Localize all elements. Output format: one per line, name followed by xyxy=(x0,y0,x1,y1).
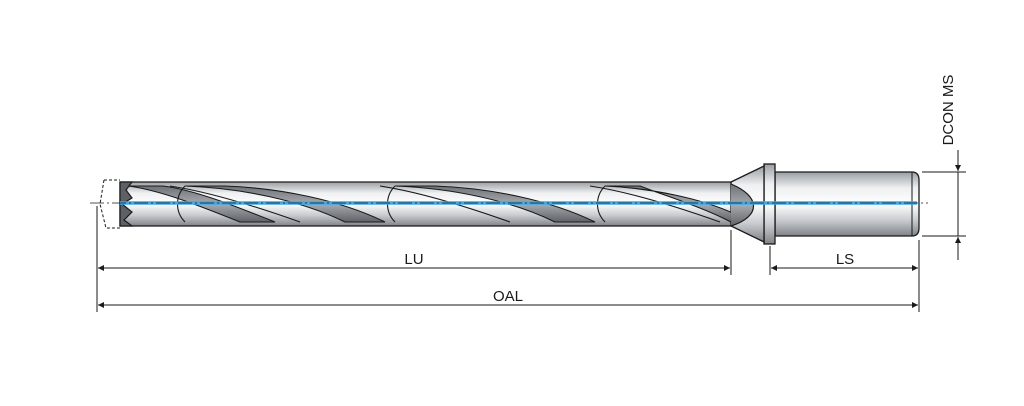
label-lu: LU xyxy=(404,251,423,268)
dimension-ls: LS xyxy=(771,251,918,271)
label-ls: LS xyxy=(836,251,854,268)
extension-lines xyxy=(96,171,966,312)
label-oal: OAL xyxy=(493,288,523,305)
dimension-dcon-ms: DCON MS xyxy=(940,75,961,260)
drill-tip xyxy=(99,179,134,229)
label-dcon-ms: DCON MS xyxy=(940,75,957,146)
fluted-body xyxy=(119,181,755,227)
dimension-lu: LU xyxy=(98,251,730,271)
dimension-oal: OAL xyxy=(98,288,918,308)
